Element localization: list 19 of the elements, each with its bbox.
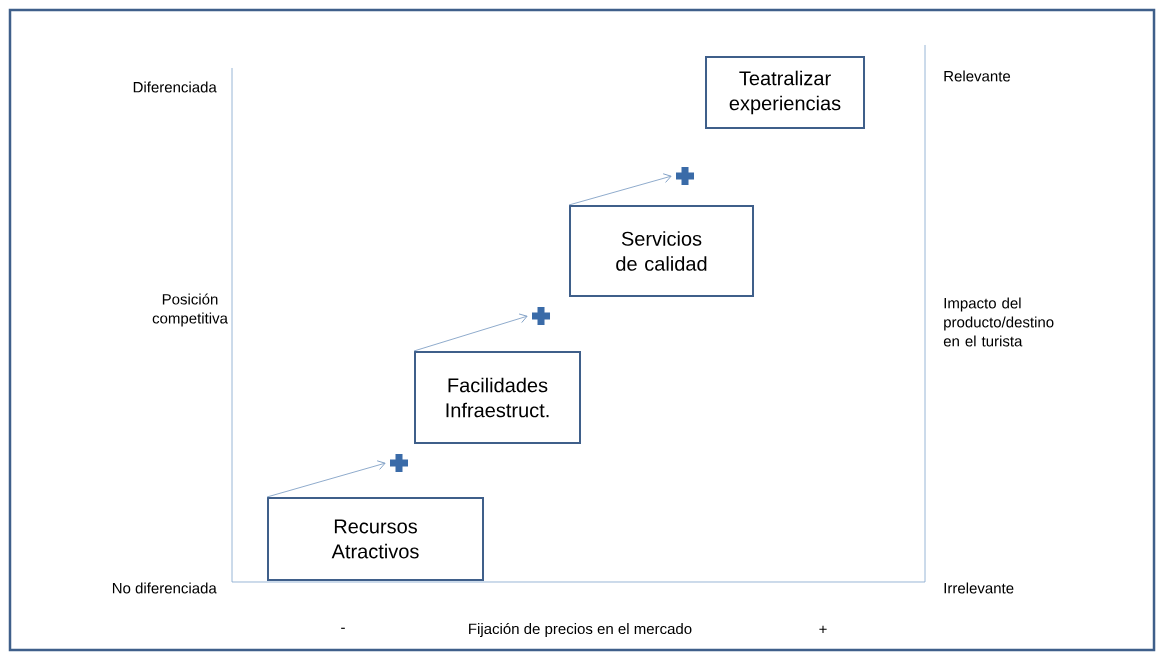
arrow <box>568 173 672 206</box>
plus-icon <box>532 307 550 325</box>
axis-label: - <box>341 627 345 629</box>
axis-label: No diferenciada <box>112 582 217 594</box>
step-box: Recursos Atractivos <box>267 497 484 581</box>
axis-label: Relevante <box>944 70 1011 82</box>
step-box: Servicios de calidad <box>569 205 754 297</box>
axis-label: Diferenciada <box>133 81 217 93</box>
step-box: Teatralizar experiencias <box>705 56 865 129</box>
arrow <box>413 313 528 352</box>
arrow <box>266 460 386 498</box>
plus-icon <box>676 167 694 185</box>
axis-label: + <box>819 625 827 633</box>
axis-label: Posición competitiva <box>152 293 228 327</box>
step-box: Facilidades Infraestruct. <box>414 351 581 444</box>
plus-icon <box>390 454 408 472</box>
axis-label: Irrelevante <box>944 582 1014 594</box>
axis-label: Fijación de precios en el mercado <box>469 622 692 638</box>
axis-label: Impacto del producto/destino en el turista <box>943 297 1054 347</box>
